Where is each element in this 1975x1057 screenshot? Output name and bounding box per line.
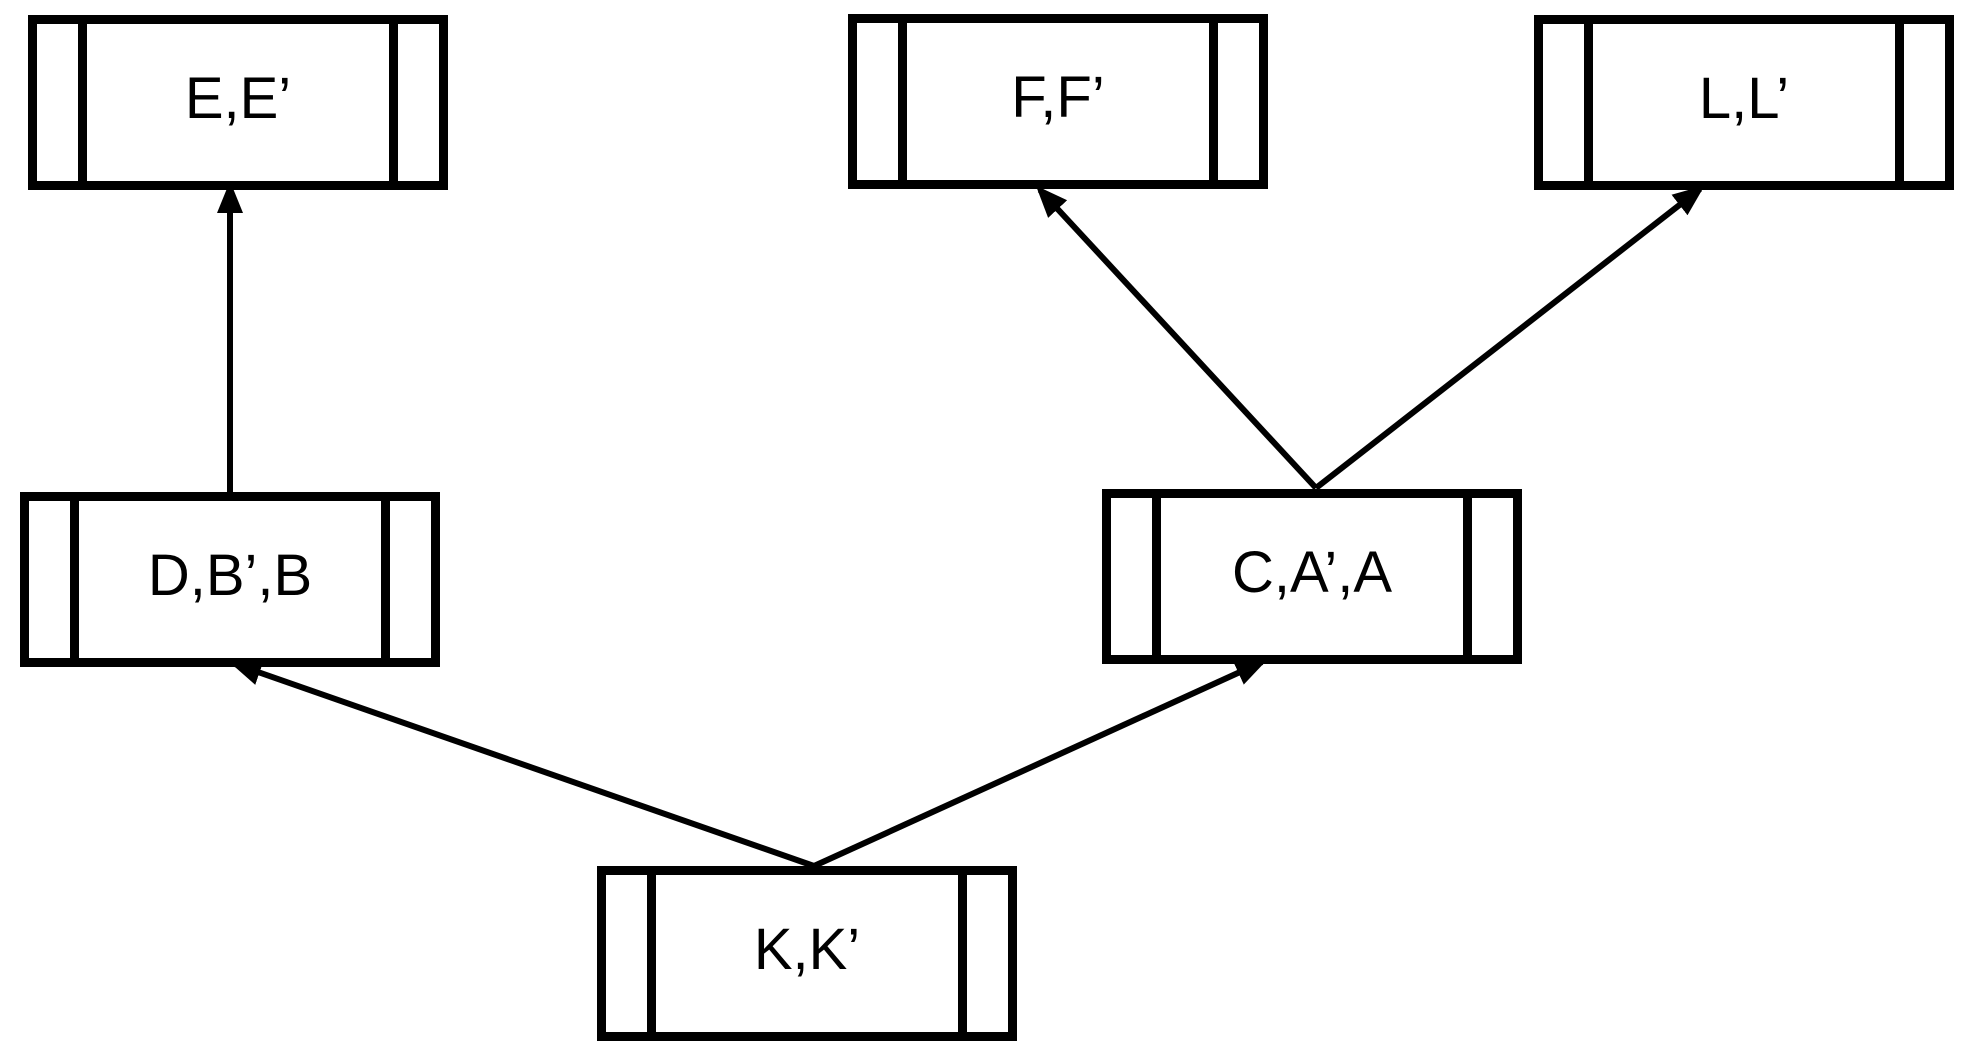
node-right-bar bbox=[1463, 498, 1472, 655]
node-c: C,A’,A bbox=[1102, 489, 1522, 664]
node-label: C,A’,A bbox=[1231, 539, 1393, 605]
edge-k-to-d bbox=[229, 660, 815, 869]
node-left-bar bbox=[70, 501, 79, 658]
node-left-bar bbox=[898, 23, 907, 180]
node-label: D,B’,B bbox=[147, 542, 313, 608]
node-e: E,E’ bbox=[28, 15, 448, 190]
node-right-bar bbox=[958, 875, 967, 1032]
node-left-bar bbox=[647, 875, 656, 1032]
node-d: D,B’,B bbox=[20, 492, 440, 667]
node-left-bar bbox=[1584, 24, 1593, 181]
node-right-bar bbox=[1895, 24, 1904, 181]
node-label: E,E’ bbox=[184, 65, 292, 131]
node-l: L,L’ bbox=[1534, 15, 1954, 190]
node-f: F,F’ bbox=[848, 14, 1268, 189]
node-right-bar bbox=[1209, 23, 1218, 180]
edge-k-to-c bbox=[812, 659, 1268, 869]
node-right-bar bbox=[389, 24, 398, 181]
node-label: F,F’ bbox=[1011, 64, 1105, 130]
node-right-bar bbox=[381, 501, 390, 658]
node-k: K,K’ bbox=[597, 866, 1017, 1041]
edge-c-to-l bbox=[1314, 185, 1705, 491]
node-label: K,K’ bbox=[753, 916, 861, 982]
node-label: L,L’ bbox=[1698, 65, 1790, 131]
node-left-bar bbox=[78, 24, 87, 181]
node-left-bar bbox=[1152, 498, 1161, 655]
edge-c-to-f bbox=[1035, 185, 1319, 491]
